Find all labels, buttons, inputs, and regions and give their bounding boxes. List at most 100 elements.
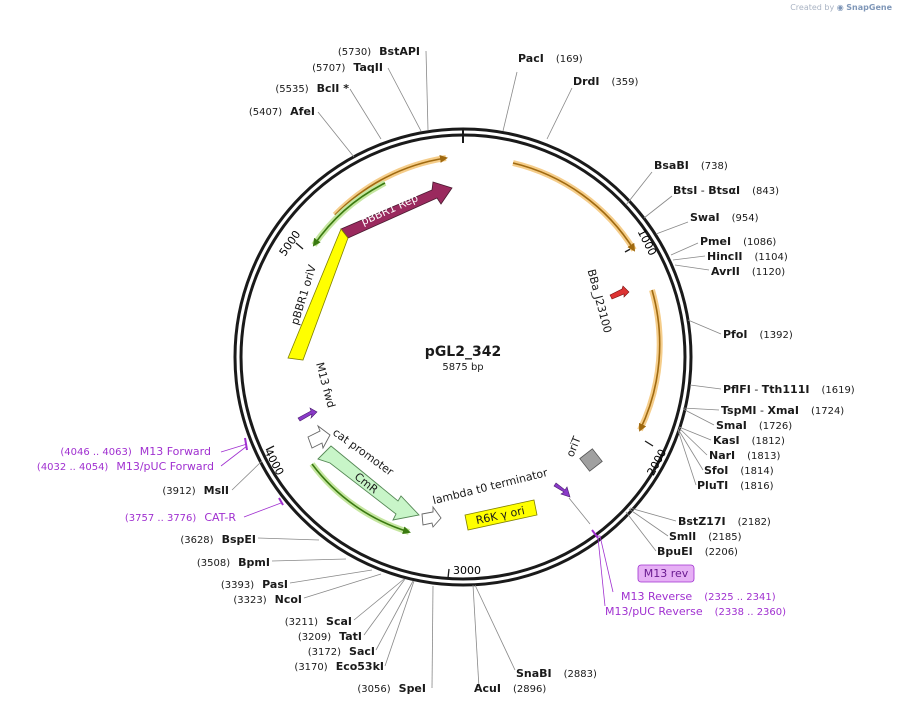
r6k-gamma-ori-box[interactable] — [464, 499, 538, 531]
site-tspmi[interactable]: TspMI - XmaI(1724) — [721, 404, 844, 417]
leader-acui — [472, 584, 480, 689]
site-pluti[interactable]: PluTI(1816) — [697, 479, 774, 492]
green-arc-1[interactable] — [312, 182, 386, 247]
m13-rev-arrow[interactable] — [553, 482, 571, 498]
site-kasi[interactable]: KasI(1812) — [713, 434, 785, 447]
primer-m13-forward[interactable]: (4046 .. 4063)M13 Forward — [60, 445, 211, 458]
site-pasi[interactable]: (3393)PasI — [221, 578, 288, 591]
tick-label-1000: 1000 — [635, 227, 659, 258]
site-drdi[interactable]: DrdI(359) — [573, 75, 639, 88]
m13-rev-badge-bg — [637, 564, 695, 583]
site-bcli[interactable]: (5535)BclI * — [275, 82, 349, 95]
primer-leader-cat-r — [243, 502, 282, 518]
primer-leader-m13-reverse — [596, 535, 614, 593]
leader-bstz17i — [629, 507, 677, 522]
leader-smai — [682, 408, 715, 426]
site-bstz17i[interactable]: BstZ17I(2182) — [678, 515, 771, 528]
tick-label-3000: 3000 — [453, 564, 481, 577]
tick-mark-4000 — [265, 445, 275, 451]
lambda-t0-terminator-arrow[interactable] — [421, 505, 442, 528]
site-snabi[interactable]: SnaBI(2883) — [516, 667, 597, 680]
leader-bpmi — [271, 558, 347, 562]
site-pflfi[interactable]: PflFI - Tth111I(1619) — [723, 383, 855, 396]
site-labels-right: PacI(169) DrdI(359) BsaBI(738) BtsI - Bt… — [518, 52, 855, 558]
leader-spei — [431, 585, 434, 689]
leader-tati — [363, 578, 406, 636]
site-hincii[interactable]: HincII(1104) — [707, 250, 788, 263]
orit-label: oriT — [564, 434, 584, 459]
orf-arc-1[interactable] — [334, 154, 448, 216]
leader-bcli — [349, 88, 382, 140]
m13-rev-badge-label: M13 rev — [644, 567, 689, 580]
site-acui[interactable]: AcuI(2896) — [474, 682, 546, 695]
site-labels-bottom: SnaBI(2883) AcuI(2896) (3056)SpeI — [357, 667, 597, 695]
site-msli[interactable]: (3912)MslI — [162, 484, 229, 497]
site-bstapi[interactable]: (5730)BstAPI — [338, 45, 420, 58]
primer-m13-reverse[interactable]: M13 Reverse(2325 .. 2341) — [621, 590, 776, 603]
site-pfoi[interactable]: PfoI(1392) — [723, 328, 793, 341]
site-swai[interactable]: SwaI(954) — [690, 211, 759, 224]
site-smai[interactable]: SmaI(1726) — [716, 419, 792, 432]
orf-arcs — [332, 154, 663, 432]
watermark-prefix: Created by — [790, 3, 835, 12]
site-paci[interactable]: PacI(169) — [518, 52, 583, 65]
primer-leader-m13-forward — [220, 443, 248, 453]
m13-rev-connector — [568, 497, 591, 525]
site-btsi[interactable]: BtsI - BtsαI(843) — [673, 184, 779, 197]
primer-m13-puc-forward[interactable]: (4032 .. 4054)M13/pUC Forward — [37, 460, 214, 473]
site-bpmi[interactable]: (3508)BpmI — [197, 556, 270, 569]
primer-cat-r[interactable]: (3757 .. 3776)CAT-R — [125, 511, 236, 524]
green-arcs — [309, 180, 411, 535]
site-nari[interactable]: NarI(1813) — [709, 449, 781, 462]
site-taqii[interactable]: (5707)TaqII — [312, 61, 383, 74]
leader-nari — [678, 427, 708, 456]
leader-pmei — [670, 242, 699, 256]
site-eco53ki[interactable]: (3170)Eco53kI — [294, 660, 384, 673]
cat-promoter-arrow[interactable] — [307, 424, 331, 450]
site-scai[interactable]: (3211)ScaI — [285, 615, 352, 628]
site-labels-left: (3170)Eco53kI (3172)SacI (3209)TatI (321… — [162, 45, 420, 673]
primer-mark-cat-r — [278, 497, 284, 506]
m13-fwd-label: M13 fwd — [313, 361, 338, 409]
leader-bspei — [257, 537, 320, 541]
bba-j23100-arrow[interactable] — [609, 285, 630, 300]
leader-swai — [655, 221, 689, 235]
green-arc-2[interactable] — [311, 463, 411, 535]
primer-labels: (4046 .. 4063)M13 Forward (4032 .. 4054)… — [37, 445, 786, 618]
site-bsabi[interactable]: BsaBI(738) — [654, 159, 728, 172]
primer-m13-puc-reverse[interactable]: M13/pUC Reverse(2338 .. 2360) — [605, 605, 786, 618]
orf-arc-3[interactable] — [639, 289, 661, 432]
snapgene-watermark: Created by ◉ SnapGene — [790, 3, 892, 12]
leader-avrii — [674, 264, 710, 271]
orf-arc-2[interactable] — [512, 162, 636, 252]
site-afei[interactable]: (5407)AfeI — [249, 105, 315, 118]
leader-eco53ki — [384, 580, 415, 667]
leader-sfoi — [677, 428, 704, 471]
bba-j23100-label: BBa_J23100 — [585, 268, 615, 335]
site-ncoi[interactable]: (3323)NcoI — [233, 593, 302, 606]
plasmid-name: pGL2_342 — [425, 344, 501, 360]
leader-taqii — [387, 67, 422, 132]
site-tati[interactable]: (3209)TatI — [298, 630, 362, 643]
m13-rev-badge[interactable]: M13 rev — [637, 564, 695, 583]
m13-fwd-arrow[interactable] — [297, 407, 318, 422]
pbbr1-oriv-box[interactable] — [287, 228, 349, 361]
site-avrii[interactable]: AvrII(1120) — [711, 265, 785, 278]
tick-mark-5000 — [295, 242, 304, 250]
site-bpuei[interactable]: BpuEI(2206) — [657, 545, 738, 558]
leader-pluti — [677, 429, 697, 486]
site-sfoi[interactable]: SfoI(1814) — [704, 464, 774, 477]
leader-lines — [231, 50, 722, 689]
leader-pfoi — [687, 319, 722, 335]
leader-saci — [375, 580, 414, 651]
cmr-arrow[interactable] — [317, 445, 420, 521]
leader-tspmi — [682, 407, 720, 411]
site-saci[interactable]: (3172)SacI — [308, 645, 375, 658]
site-smli[interactable]: SmlI(2185) — [669, 530, 742, 543]
site-bspei[interactable]: (3628)BspEI — [180, 533, 256, 546]
site-spei[interactable]: (3056)SpeI — [357, 682, 426, 695]
site-pmei[interactable]: PmeI(1086) — [700, 235, 776, 248]
backbone — [233, 127, 693, 587]
pbbr1-rep-arrow[interactable] — [340, 181, 453, 239]
orit-box[interactable] — [579, 448, 603, 472]
